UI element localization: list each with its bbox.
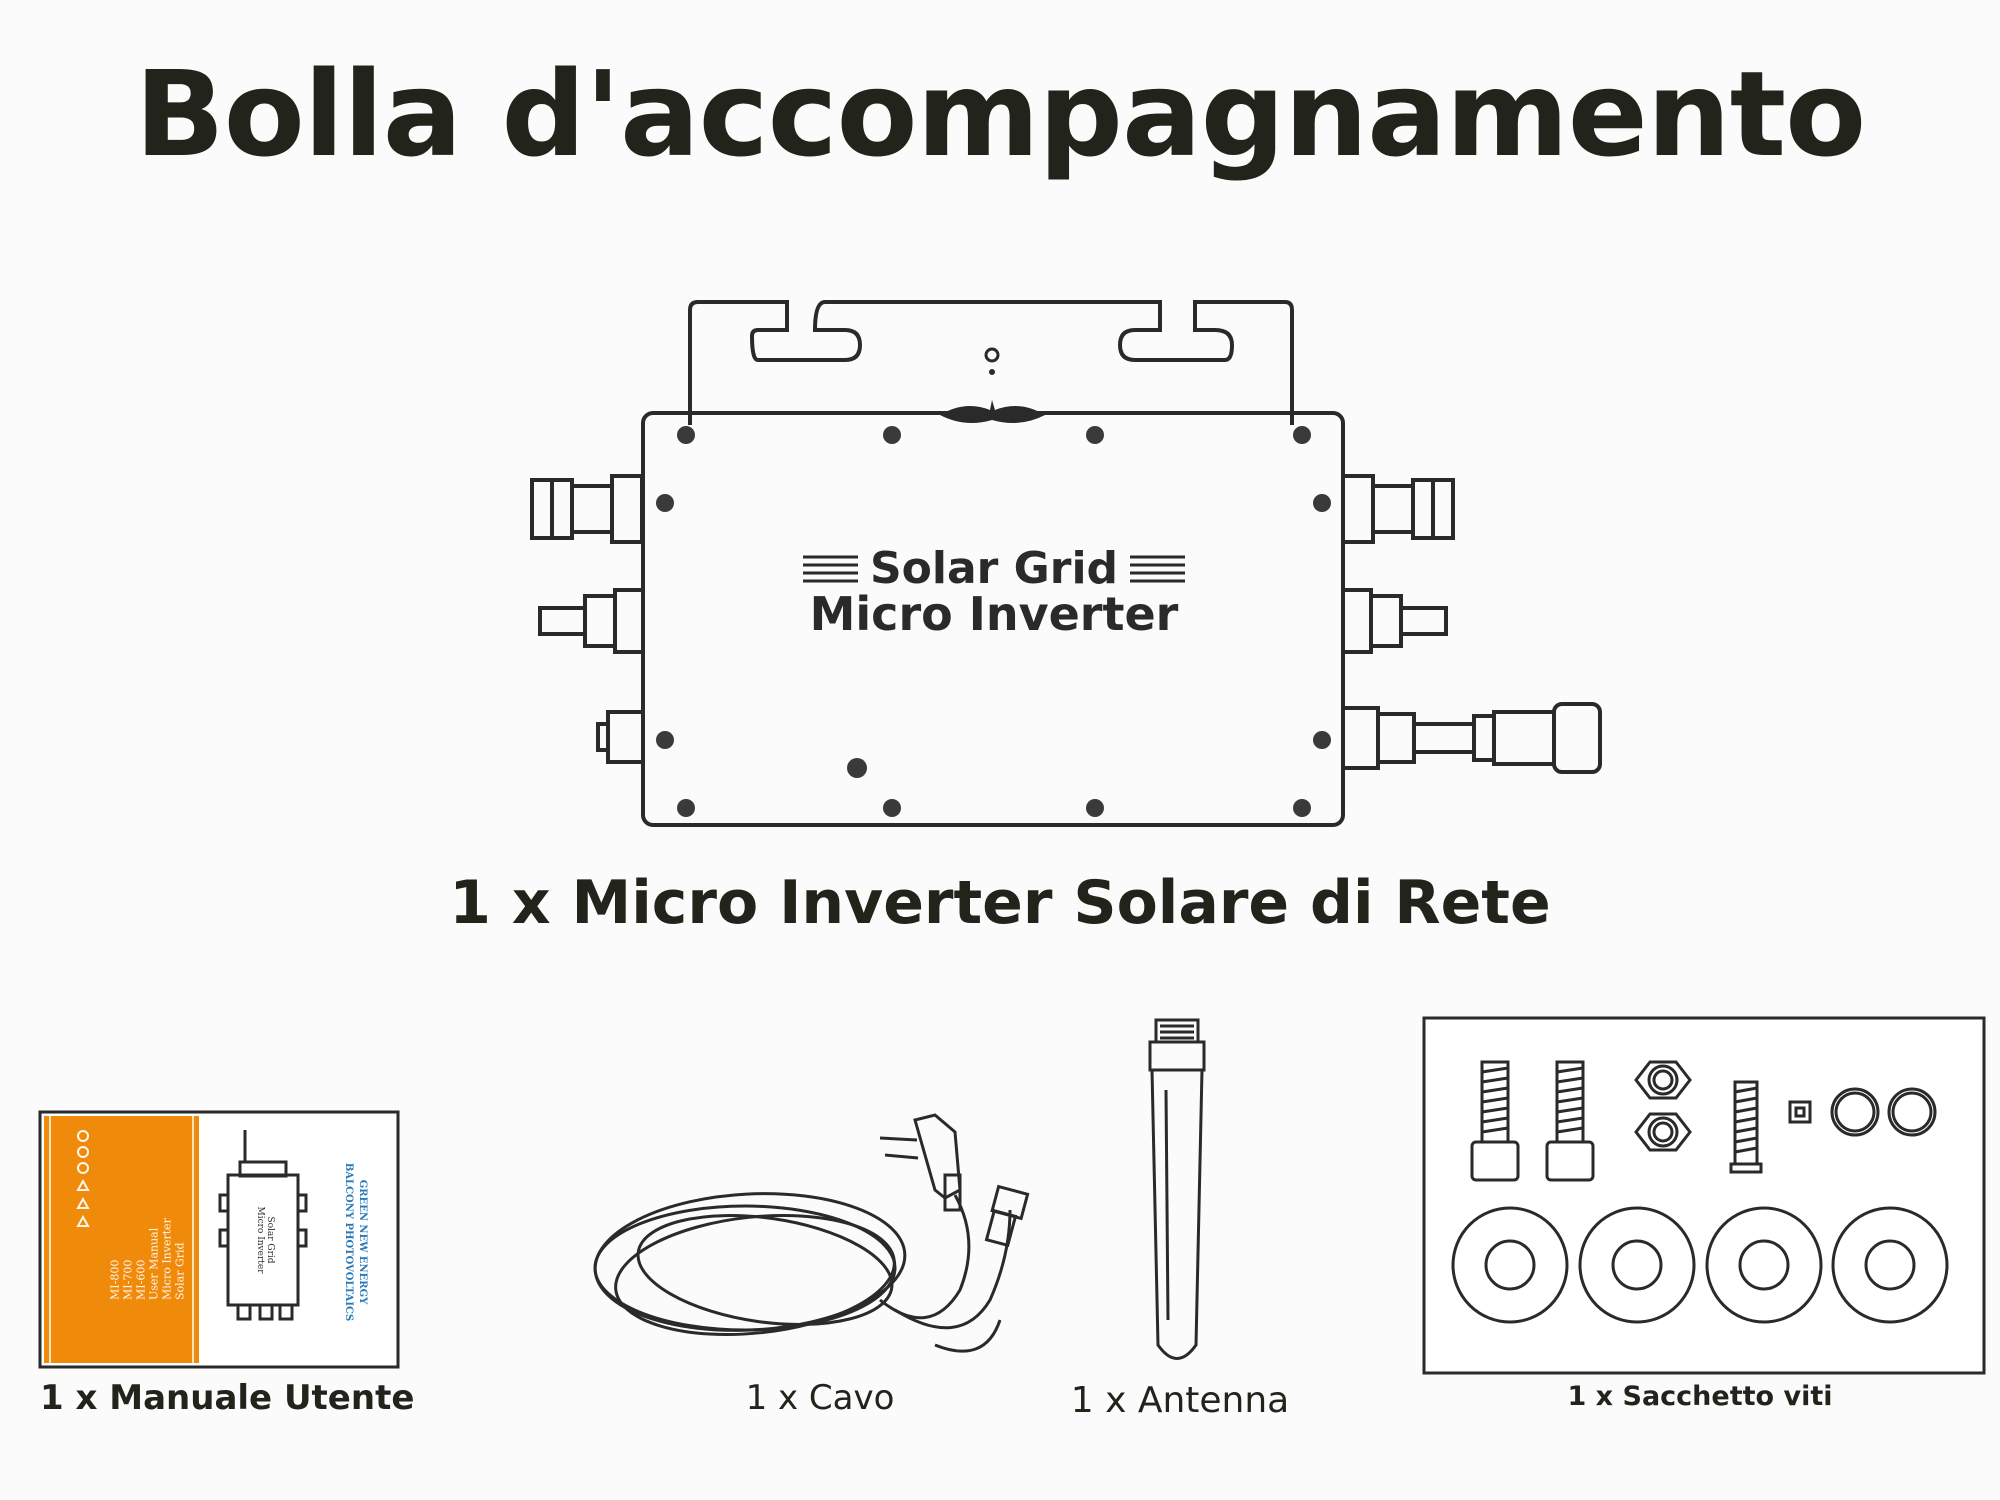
manual-cover-line4: MI-600: [135, 1260, 148, 1300]
page-title: Bolla d'accompagnamento: [134, 45, 1866, 183]
inverter-caption: 1 x Micro Inverter Solare di Rete: [449, 868, 1551, 938]
antenna-caption: 1 x Antenna: [1070, 1380, 1290, 1421]
manual-cover-line1: Solar Grid: [174, 1242, 187, 1300]
screw-bag-caption: 1 x Sacchetto viti: [1567, 1381, 1833, 1412]
manual-cover-line5: MI-700: [122, 1260, 135, 1300]
manual-brand-line2: BALCONY PHOTOVOLTAICS: [343, 1163, 354, 1321]
manual-cover-line6: MI-800: [109, 1260, 122, 1300]
svg-text:Micro Inverter: Micro Inverter: [255, 1206, 265, 1274]
inverter-label-line2: Micro Inverter: [810, 587, 1179, 641]
manual-brand-line1: GREEN NEW ENERGY: [357, 1180, 368, 1305]
cable-caption: 1 x Cavo: [745, 1378, 895, 1418]
manual-cover-line3: User Manual: [148, 1227, 161, 1300]
svg-text:Solar Grid: Solar Grid: [265, 1216, 275, 1263]
manual-caption: 1 x Manuale Utente: [40, 1378, 415, 1418]
manual-cover-line2: Micro Inverter: [161, 1217, 174, 1300]
inverter-label-line1: Solar Grid: [870, 543, 1118, 594]
